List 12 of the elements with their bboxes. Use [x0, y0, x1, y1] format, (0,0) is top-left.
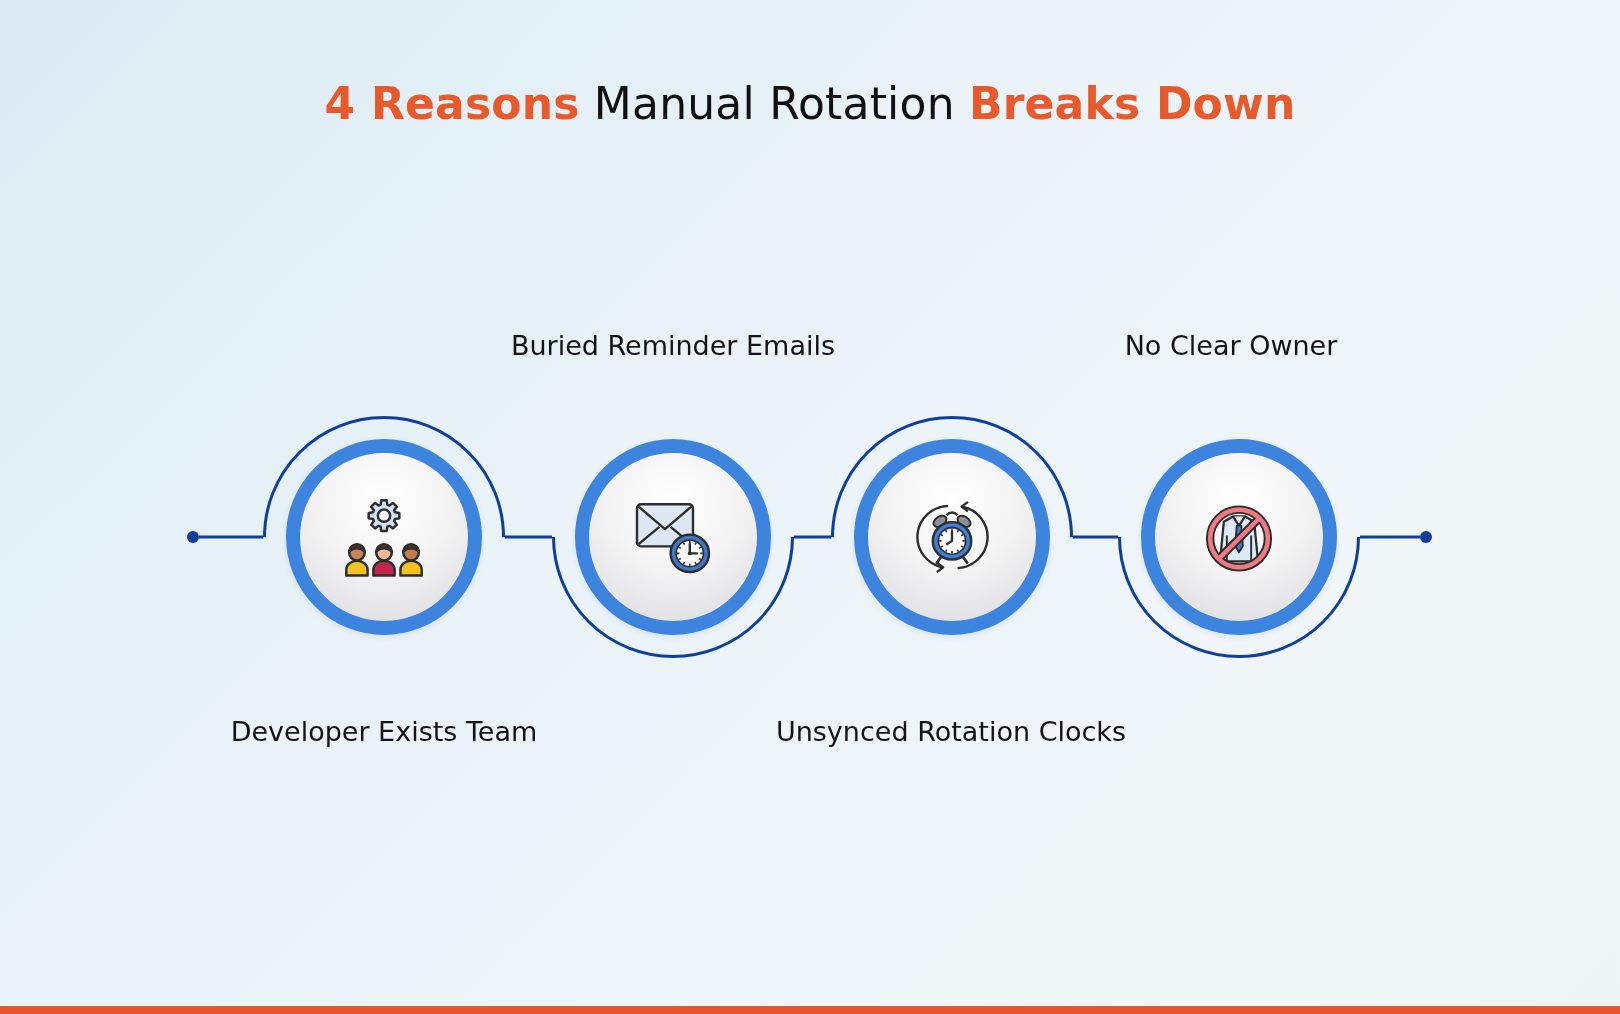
connector-line [505, 535, 552, 539]
end-dot [1420, 531, 1432, 543]
connector-line [794, 535, 831, 539]
step-label: No Clear Owner [1124, 329, 1338, 361]
connector-line [1073, 535, 1118, 539]
step-label: Unsynced Rotation Clocks [775, 715, 1127, 747]
connector-line [199, 535, 263, 539]
title: 4 Reasons Manual Rotation Breaks Down [324, 78, 1296, 129]
step-label: Developer Exists Team [230, 715, 538, 747]
end-dot [187, 531, 199, 543]
connector-line [1360, 535, 1420, 539]
step-label: Buried Reminder Emails [510, 329, 836, 361]
